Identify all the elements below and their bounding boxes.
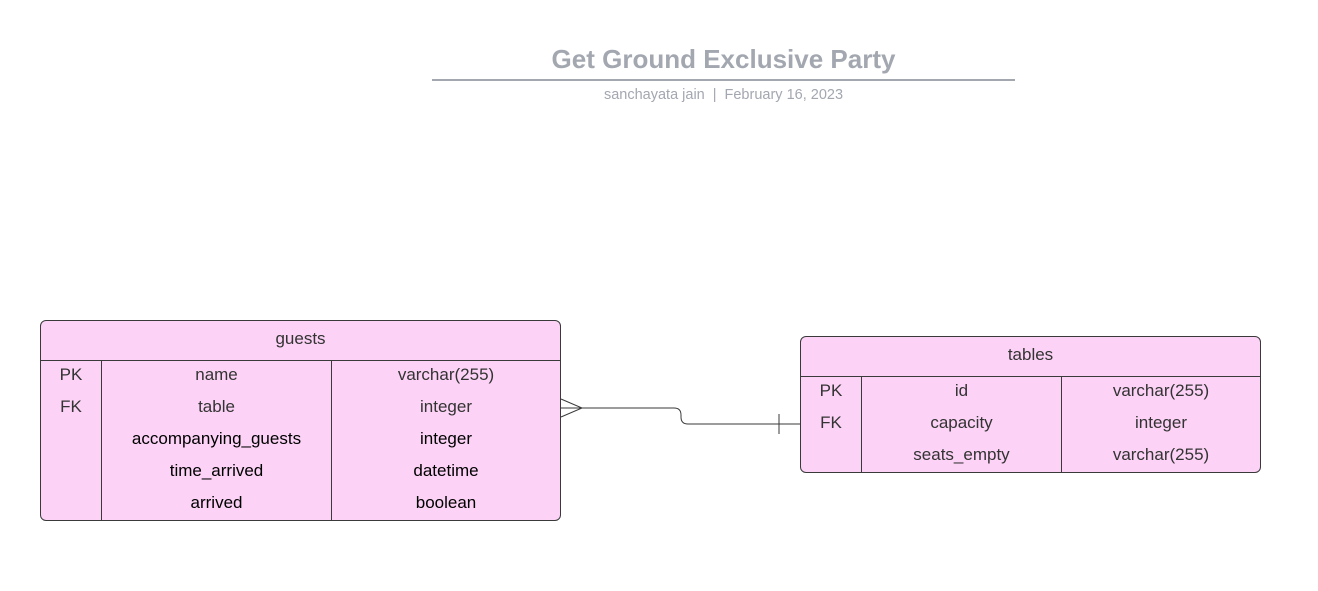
key-cell: FK bbox=[820, 413, 842, 432]
diagram-title: Get Ground Exclusive Party bbox=[551, 44, 896, 74]
title-underline bbox=[432, 79, 1015, 81]
type-cell: varchar(255) bbox=[1112, 445, 1210, 464]
attribute-cell: table bbox=[198, 397, 235, 416]
type-cell: varchar(255) bbox=[397, 365, 495, 384]
attribute-column: name table accompanying_guests time_arri… bbox=[102, 361, 332, 521]
attribute-cell: capacity bbox=[930, 413, 993, 432]
entity-tables-body: PK FK id capacity seats_empty varchar(25… bbox=[801, 377, 1260, 473]
type-column: varchar(255) integer varchar(255) bbox=[1062, 377, 1260, 473]
type-cell: integer bbox=[420, 429, 472, 448]
attribute-cell: id bbox=[954, 381, 969, 400]
author-name: sanchayata jain bbox=[603, 87, 705, 103]
crow-foot-many-icon bbox=[560, 398, 584, 418]
subtitle-separator: | bbox=[712, 87, 717, 103]
type-column: varchar(255) integer integer datetime bo… bbox=[332, 361, 560, 521]
key-column: PK FK bbox=[41, 361, 102, 521]
attribute-cell: arrived bbox=[190, 493, 243, 512]
entity-tables-title: tables bbox=[801, 337, 1260, 377]
type-cell: datetime bbox=[413, 461, 479, 480]
diagram-date: February 16, 2023 bbox=[724, 87, 844, 103]
attribute-column: id capacity seats_empty bbox=[862, 377, 1062, 473]
entity-guests-body: PK FK name table accompanying_guests tim… bbox=[41, 361, 560, 521]
attribute-cell: name bbox=[195, 365, 238, 384]
diagram-subtitle: sanchayata jain | February 16, 2023 bbox=[432, 87, 1015, 103]
attribute-cell: accompanying_guests bbox=[131, 429, 302, 448]
relationship-line bbox=[561, 407, 800, 425]
type-cell: boolean bbox=[415, 493, 477, 512]
key-cell: FK bbox=[60, 397, 82, 416]
key-cell: PK bbox=[819, 381, 843, 400]
key-cell: PK bbox=[59, 365, 83, 384]
entity-guests-title: guests bbox=[41, 321, 560, 361]
attribute-cell: seats_empty bbox=[913, 445, 1010, 464]
entity-tables[interactable]: tables PK FK id capacity seats_empty var… bbox=[800, 336, 1261, 473]
type-cell: varchar(255) bbox=[1112, 381, 1210, 400]
attribute-cell: time_arrived bbox=[169, 461, 264, 480]
entity-guests[interactable]: guests PK FK name table accompanying_gue… bbox=[40, 320, 561, 521]
type-cell: integer bbox=[1135, 413, 1187, 432]
type-cell: integer bbox=[420, 397, 472, 416]
key-column: PK FK bbox=[801, 377, 862, 473]
